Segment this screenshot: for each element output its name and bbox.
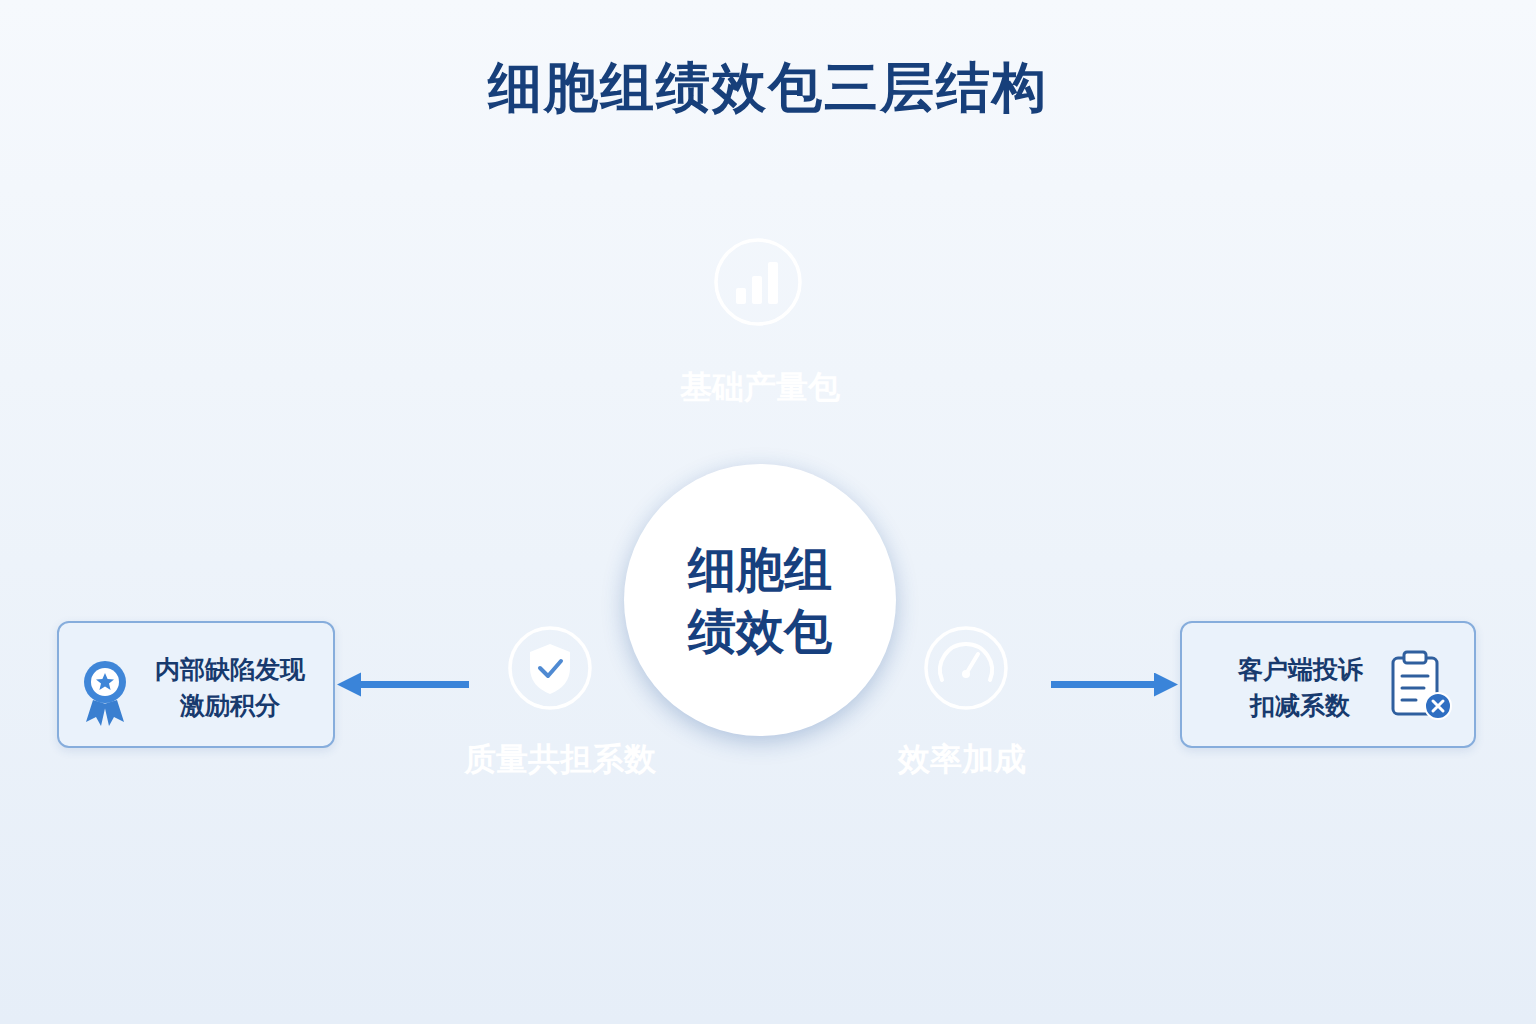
machine-outline [0,180,215,300]
module-lines [1070,500,1536,555]
node-label: 细胞组 绩效包 [660,538,860,663]
segment-fill [385,470,755,860]
node-label: 基础产量包 [630,367,890,409]
worker-cap [340,241,428,268]
battery-module [0,440,300,520]
battery-module [130,510,470,620]
worker-head [1130,210,1190,270]
machine-body [1440,200,1536,420]
clipboard-x-disc [1425,693,1451,719]
icon-ring [510,628,590,708]
badge-ribbon [104,700,124,726]
module-lines [30,455,440,545]
shield-icon [510,628,590,708]
icon-bar [736,288,746,304]
center-fog [248,140,1288,980]
factory-left [0,180,470,620]
worker-head [345,240,405,300]
deduction-callout: 客户端投诉 扣减系数 [1180,621,1476,748]
segment-shape [365,455,765,870]
battery-module [1055,470,1536,600]
worker-tablet [404,372,470,430]
clipboard-lines [1402,676,1428,700]
node-label: 效率加成 [852,739,1072,781]
factory-right [1055,175,1536,600]
badge-ribbon [86,700,106,726]
icon-bar [768,262,778,304]
machine-outline [1210,175,1390,265]
connector-arrow [1051,681,1154,688]
node-label: 质量共担系数 [430,739,690,781]
node-label: 客户端投诉 扣减系数 [1215,652,1385,725]
worker-body [1085,282,1245,470]
clipboard-icon [1393,652,1451,719]
machine-screen [105,240,165,285]
efficiency-segment: 效率加成 [755,455,1155,870]
clipboard-x [1433,701,1443,711]
base-glow [400,872,1120,896]
badge-icon [84,661,126,726]
center-circle: 细胞组 绩效包 [624,464,896,736]
worker-body [1240,322,1410,490]
icon-hub [962,670,970,678]
diagram-title: 细胞组绩效包三层结构 [0,52,1536,125]
machine-body [40,300,190,440]
icon-ring [716,240,800,324]
worker-head [1290,250,1350,310]
badge-inner [91,668,119,696]
quality-segment: 质量共担系数 [365,455,765,870]
segment-shape [755,455,1155,870]
icon-dial [940,644,992,680]
node-label: 内部缺陷发现 激励积分 [145,652,315,725]
worker-cap [1285,251,1372,278]
clipboard-board [1393,658,1437,714]
clipboard-clip [1404,652,1426,663]
gauge-icon [926,628,1006,708]
connector-arrow [361,681,469,688]
worker-tablet [1170,400,1228,442]
icon-ring [926,628,1006,708]
badge-medal [84,661,126,703]
segment-fill [765,470,1135,860]
worker-body [300,302,460,470]
worker-cap [1125,211,1215,240]
incentive-callout: 内部缺陷发现 激励积分 [57,621,335,748]
icon-shield [530,644,570,694]
icon-check [540,661,561,676]
badge-star [96,673,114,690]
bar-chart-icon [716,240,800,324]
icon-needle [966,654,978,674]
icon-bar [752,276,762,304]
